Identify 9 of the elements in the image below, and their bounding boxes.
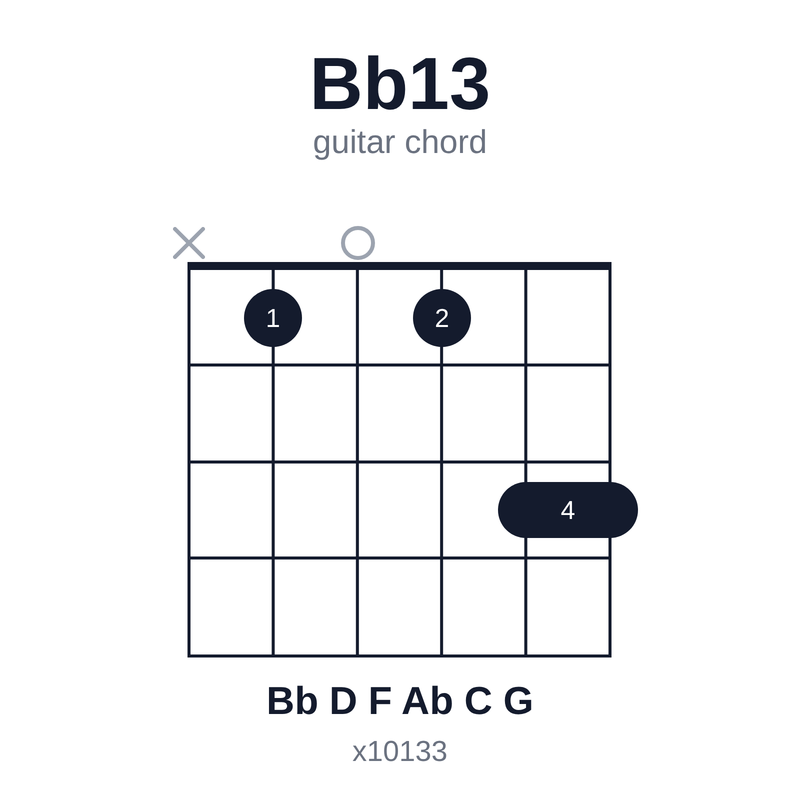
chord-notes: Bb D F Ab C G [266,682,534,721]
open-string-icon [341,226,375,260]
finger-dot: 2 [413,289,471,347]
finger-dot: 1 [244,289,302,347]
chord-subtitle: guitar chord [312,125,488,158]
fingering-code: x10133 [352,738,448,767]
chord-title: Bb13 [310,47,490,121]
muted-string-icon [173,227,205,259]
barre-marker: 4 [498,482,638,538]
